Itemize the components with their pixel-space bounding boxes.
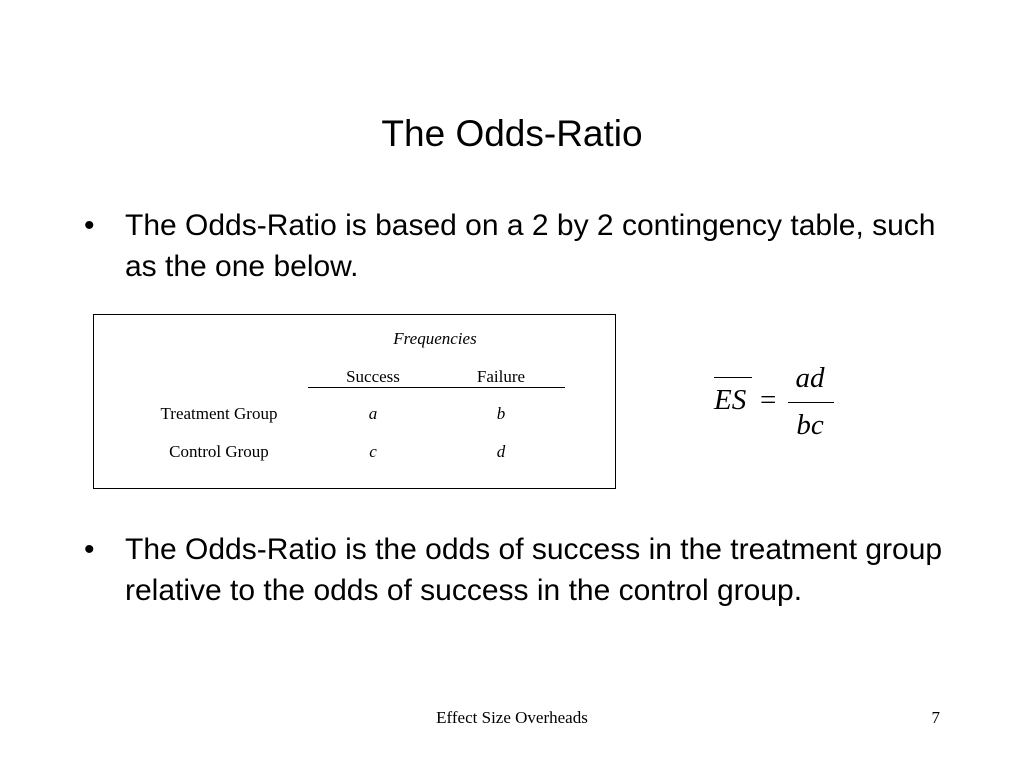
table-group-header: Frequencies <box>393 329 477 348</box>
column-header-success: Success <box>346 367 400 386</box>
formula-lhs: ES <box>714 384 747 416</box>
table-cell: c <box>369 442 377 461</box>
bullet-item: • The Odds-Ratio is the odds of success … <box>84 529 944 611</box>
odds-ratio-formula: ES = ad bc <box>708 362 838 452</box>
page-number: 7 <box>931 708 941 727</box>
bullet-text: The Odds-Ratio is the odds of success in… <box>125 533 943 607</box>
overline <box>714 377 752 378</box>
bullet-item: • The Odds-Ratio is based on a 2 by 2 co… <box>84 205 944 287</box>
bullet-marker: • <box>84 209 95 242</box>
footer-title: Effect Size Overheads <box>436 708 588 727</box>
table-cell: b <box>496 404 506 423</box>
table-cell: d <box>496 442 506 461</box>
formula-denominator: bc <box>796 409 824 441</box>
formula-equals: = <box>760 384 777 416</box>
row-label-control: Control Group <box>169 442 269 461</box>
slide-title: The Odds-Ratio <box>381 113 643 154</box>
header-rule <box>308 387 565 388</box>
row-label-treatment: Treatment Group <box>160 404 278 423</box>
contingency-table: Frequencies Success Failure Treatment Gr… <box>93 314 616 489</box>
table-cell: a <box>368 404 378 423</box>
fraction-bar <box>788 402 834 403</box>
column-header-failure: Failure <box>476 367 526 386</box>
bullet-marker: • <box>84 533 95 566</box>
formula-numerator: ad <box>795 362 825 394</box>
bullet-text: The Odds-Ratio is based on a 2 by 2 cont… <box>125 209 936 283</box>
